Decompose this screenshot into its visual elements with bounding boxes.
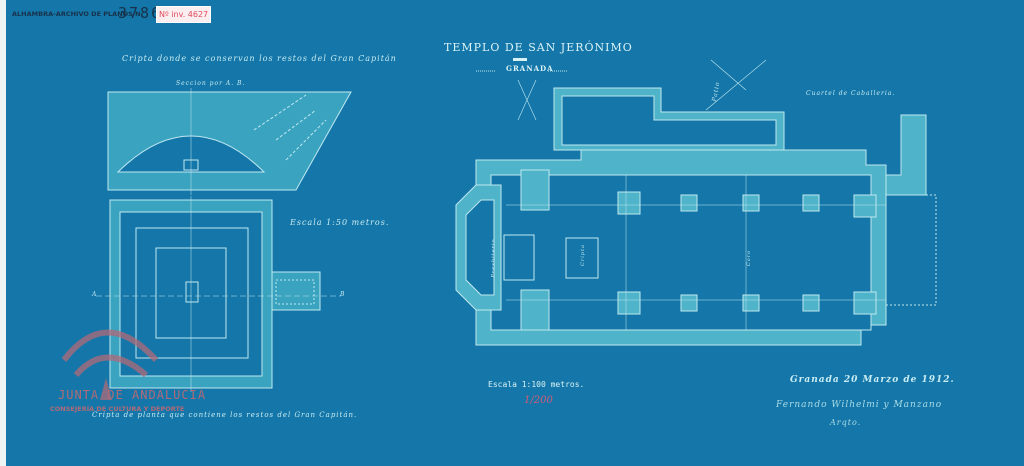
plan-scale: Escala 1:100 metros.: [488, 380, 585, 389]
section-mark-b: B: [340, 291, 346, 298]
signature-role: Arqto.: [830, 418, 862, 427]
watermark-subtitle: CONSEJERÍA DE CULTURA Y DEPORTE: [50, 405, 185, 413]
church-floor-plan: [455, 58, 937, 346]
blueprint-sheet: ALHAMBRA-ARCHIVO DE PLANOS N. 3786 Nº in…: [6, 0, 1024, 466]
junta-de-andalucia-logo: [61, 329, 159, 400]
label-cuartel: Cuartel de Caballeria.: [806, 90, 896, 97]
crypt-caption: Cripta de planta que contiene los restos…: [92, 411, 358, 419]
label-presbiterio: Presbiterio: [490, 238, 497, 278]
inventory-sticker: Nº inv. 4627: [156, 6, 212, 23]
drawing-title: TEMPLO DE SAN JERÓNIMO: [444, 41, 633, 54]
label-cripta: Cripta: [580, 243, 587, 267]
drawing-city: GRANADA: [506, 64, 554, 73]
watermark-name: JUNTA DE ANDALUCIA: [58, 388, 207, 402]
crypt-section: [107, 88, 352, 195]
crypt-title: Cripta donde se conservan los restos del…: [122, 54, 397, 63]
label-coro: Coro: [746, 249, 753, 267]
architectural-drawing: [61, 58, 937, 400]
crypt-plan: [96, 196, 341, 392]
archive-number: 3786: [118, 4, 163, 22]
signature: Fernando Wilhelmi y Manzano: [776, 400, 943, 410]
section-mark-a: A: [92, 291, 98, 298]
drawing-date: Granada 20 Marzo de 1912.: [790, 375, 955, 385]
crypt-section-label: Seccion por A. B.: [176, 80, 246, 87]
archive-label: ALHAMBRA-ARCHIVO DE PLANOS N.: [12, 10, 144, 18]
plan-scale-note: 1/200: [524, 395, 553, 406]
crypt-scale: Escala 1:50 metros.: [290, 218, 390, 227]
